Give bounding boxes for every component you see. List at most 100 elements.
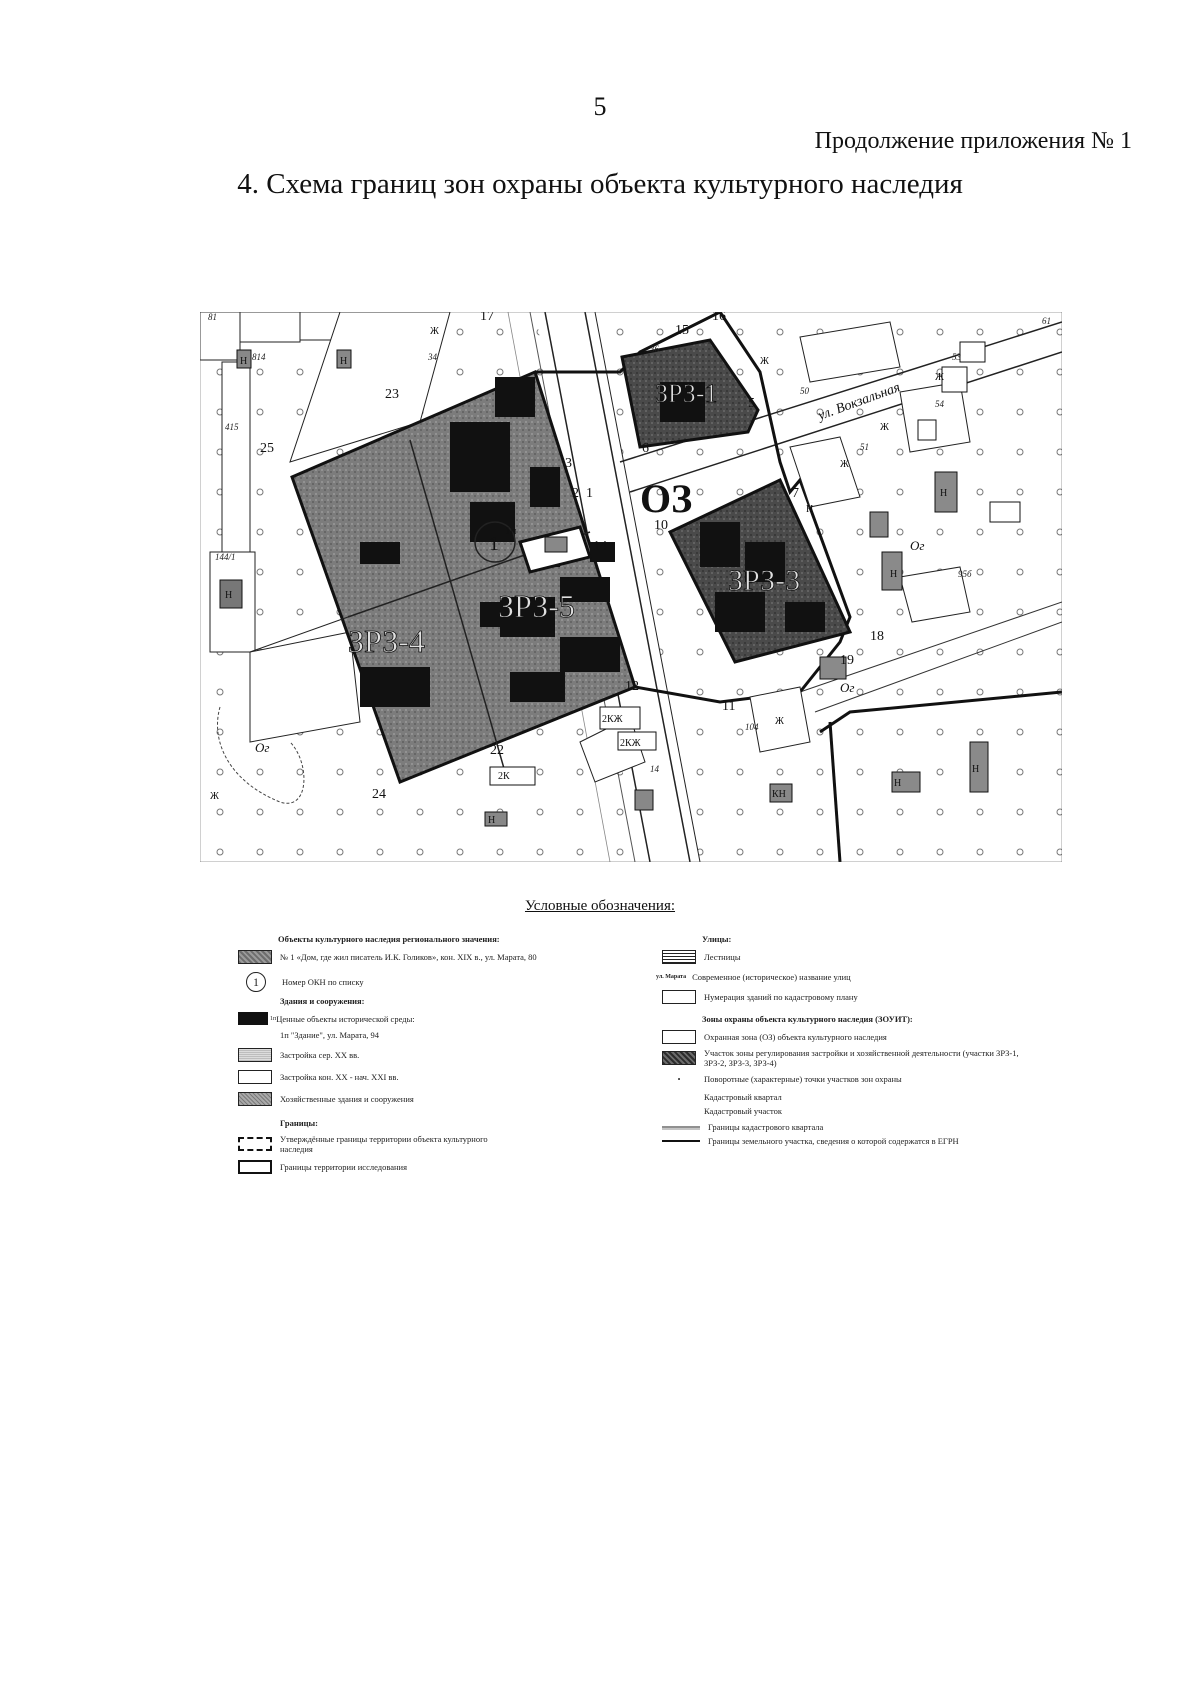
mark-og-2: Ог [910, 538, 924, 553]
point-16: 16 [712, 312, 726, 324]
object-building-label: 1п [505, 525, 517, 537]
legend-numbering: Нумерация зданий по кадастровому плану [662, 990, 858, 1004]
house-34: 34 [427, 352, 438, 362]
house-54: 54 [935, 399, 945, 409]
zone-label-zrz4: ЗРЗ-4 [348, 623, 425, 659]
oz-swatch [662, 1030, 696, 1044]
legend-right: Улицы: Лестницы ул. Марата Современное (… [656, 934, 1076, 1194]
house-415: 415 [225, 422, 239, 432]
okn-heading: Объекты культурного наследия регионально… [278, 934, 500, 944]
points-symbol: • [677, 1074, 681, 1084]
legend-research-border: Границы территории исследования [238, 1160, 407, 1174]
mark-zh-3: Ж [760, 356, 769, 367]
zones-heading: Зоны охраны объекта культурного наследия… [702, 1014, 913, 1024]
point-12: 12 [625, 679, 639, 694]
legend-utility: Хозяйственные здания и сооружения [238, 1092, 414, 1106]
mark-2kzh-2: 2КЖ [620, 738, 641, 749]
mark-n-9: Н [488, 815, 495, 826]
house-14: 14 [650, 764, 660, 774]
zone-label-zrz5: ЗРЗ-5 [498, 588, 575, 624]
legend-okn-number: 1 Номер ОКН по списку [238, 972, 364, 992]
mark-kn: КН [772, 789, 786, 800]
point-2: 2 [572, 486, 579, 501]
okn-number-circle [474, 521, 516, 563]
house-95b: 95б [958, 569, 972, 579]
building-n-2 [336, 349, 352, 369]
house-61: 61 [1042, 316, 1051, 326]
page-number: 5 [593, 92, 607, 121]
building-n-3 [219, 579, 243, 609]
utility-swatch [238, 1092, 272, 1106]
valuable-swatch [238, 1012, 268, 1025]
mark-n-7: Н [940, 488, 947, 499]
mark-n-6: Н [894, 778, 901, 789]
point-17: 17 [480, 312, 494, 324]
point-23: 23 [385, 387, 399, 402]
house-36: 36 [649, 344, 660, 354]
mark-zh-2: Ж [430, 326, 439, 337]
borders-heading: Границы: [280, 1118, 319, 1128]
legend-valuable-item: 1п "Здание", ул. Марата, 94 [280, 1030, 379, 1040]
point-6: 6 [642, 441, 649, 456]
zone-label-oz: ОЗ [640, 476, 692, 521]
point-1: 1 [586, 486, 593, 501]
late20-swatch [238, 1070, 272, 1084]
legend-oz: Охранная зона (ОЗ) объекта культурного н… [662, 1030, 887, 1044]
house-81: 81 [208, 312, 217, 322]
document-title: 4. Схема границ зон охраны объекта культ… [237, 168, 963, 200]
legend-points: • Поворотные (характерные) точки участко… [662, 1074, 902, 1084]
point-3: 3 [565, 456, 572, 471]
house-53: 53 [952, 352, 962, 362]
okn-number: 1 [489, 533, 499, 555]
house-51: 51 [860, 442, 869, 452]
building-n-1 [236, 349, 252, 369]
legend-plot-border: Границы земельного участка, сведения о к… [662, 1136, 959, 1146]
zone-zrz-3 [667, 477, 853, 664]
streets-heading: Улицы: [702, 934, 732, 944]
legend-cadastral-quarter: Кадастровый квартал [704, 1092, 782, 1102]
mark-n-4: Н [806, 504, 813, 515]
legend-okn-item: № 1 «Дом, где жил писатель И.К. Голиков»… [238, 950, 537, 964]
approved-border-swatch [238, 1137, 272, 1151]
zone-label-zrz3: ЗРЗ-3 [728, 564, 800, 597]
research-border-swatch [238, 1160, 272, 1174]
mark-og-3: Ог [840, 680, 854, 695]
point-22: 22 [490, 743, 504, 758]
legend-late20: Застройка кон. XX - нач. XXI вв. [238, 1070, 399, 1084]
legend-mid20: Застройка сер. XX вв. [238, 1048, 359, 1062]
appendix-caption: Продолжение приложения № 1 [814, 128, 1132, 154]
legend-street-name: ул. Марата Современное (историческое) на… [656, 972, 851, 982]
okn-number-symbol: 1 [246, 972, 266, 992]
zone-zrz-1 [620, 338, 760, 449]
mark-n-3: Н [225, 590, 232, 601]
legend-zrz: Участок зоны регулирования застройки и х… [662, 1048, 1024, 1068]
point-5: 5 [748, 396, 755, 411]
house-144-1: 144/1 [215, 552, 236, 562]
quarter-border-line [662, 1126, 700, 1130]
mark-n-8: Н [972, 764, 979, 775]
house-numbers: 81 814 34 36 50 51 53 54 61 144/1 415 95… [208, 312, 1051, 774]
legend-valuable: 1п Ценные объекты исторической среды: [238, 1012, 415, 1025]
house-50: 50 [800, 386, 810, 396]
point-15: 15 [675, 323, 689, 338]
legend-quarter-border: Границы кадастрового квартала [662, 1122, 823, 1132]
mark-zh-1: Ж [210, 791, 219, 802]
point-19: 19 [840, 653, 854, 668]
mark-zh-6: Ж [840, 459, 849, 470]
legend-stairs: Лестницы [662, 950, 741, 964]
mark-og-1: Ог [255, 740, 269, 755]
buildings-heading: Здания и сооружения: [280, 996, 365, 1006]
mark-2kzh-1: 2КЖ [602, 714, 623, 725]
house-814: 814 [252, 352, 266, 362]
point-14: 14 [593, 539, 607, 554]
legend-title: Условные обозначения: [524, 898, 676, 914]
point-10: 10 [654, 518, 668, 533]
okn-swatch [238, 950, 272, 964]
mark-2k: 2К [498, 771, 510, 782]
stairs-swatch [662, 950, 696, 964]
point-7: 7 [792, 486, 799, 501]
mid20-swatch [238, 1048, 272, 1062]
point-18: 18 [870, 629, 884, 644]
point-11: 11 [722, 699, 735, 714]
mark-n-1: Н [240, 356, 247, 367]
